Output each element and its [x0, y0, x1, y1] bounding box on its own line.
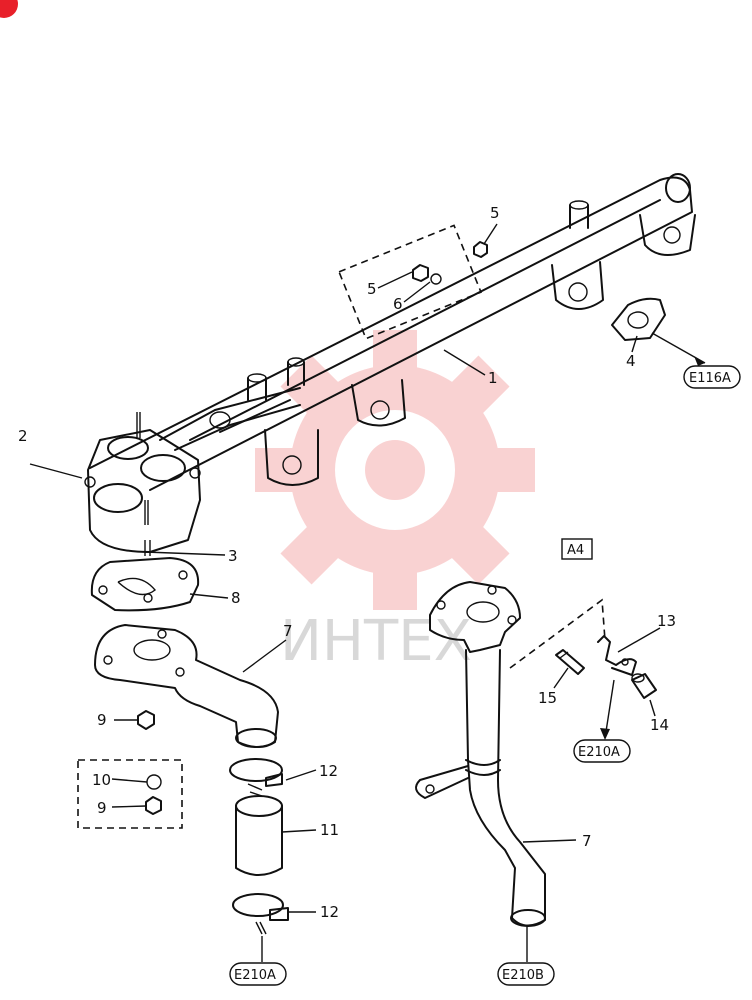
corner-badge	[0, 0, 18, 18]
bracket-dashed-link	[509, 598, 606, 669]
callout-2: 2	[18, 427, 28, 445]
leader-lines	[29, 223, 706, 962]
callout-12-upper: 12	[319, 762, 338, 780]
clamp-upper	[229, 758, 283, 797]
bracket-13	[597, 635, 637, 676]
ref-e210a-left: E210A	[229, 962, 287, 986]
callout-4: 4	[626, 352, 636, 370]
nut-washer-group-box	[337, 224, 483, 340]
callout-3: 3	[228, 547, 238, 565]
callout-7-right: 7	[582, 832, 592, 850]
callout-9-single: 9	[97, 711, 107, 729]
callout-7-left: 7	[283, 622, 293, 640]
ref-e210b: E210B	[497, 962, 555, 986]
callout-1: 1	[488, 369, 498, 387]
callout-15: 15	[538, 689, 557, 707]
ref-e210a-right: E210A	[573, 739, 631, 763]
callout-13: 13	[657, 612, 676, 630]
arrow-e116a	[694, 356, 705, 366]
callout-10: 10	[92, 771, 111, 789]
svg-text:E210A: E210A	[234, 968, 276, 983]
exhaust-downpipe-left	[94, 624, 279, 748]
nut-washer-pair	[145, 774, 162, 815]
clamp-lower	[232, 893, 289, 935]
nuts-and-washers	[412, 241, 488, 285]
callout-11: 11	[320, 821, 339, 839]
spacer-14	[631, 673, 657, 699]
callout-12-lower: 12	[320, 903, 339, 921]
callout-6: 6	[393, 295, 403, 313]
watermark-logo	[255, 330, 535, 610]
callout-9-box: 9	[97, 799, 107, 817]
bolt-15	[555, 649, 585, 675]
connecting-sleeve	[235, 795, 283, 876]
svg-text:E210B: E210B	[502, 968, 544, 983]
callout-5-top: 5	[490, 204, 500, 222]
arrow-e210a-right	[600, 728, 610, 740]
nut-9-single	[137, 710, 155, 730]
manifold-gasket	[90, 557, 200, 612]
ref-e116a: E116A	[683, 365, 741, 389]
watermark-text: ИНТЕХ	[280, 609, 472, 674]
callout-8: 8	[231, 589, 241, 607]
svg-text:E116A: E116A	[689, 371, 731, 386]
exhaust-downpipe-right	[415, 581, 546, 927]
exhaust-manifold	[84, 173, 696, 556]
svg-text:E210A: E210A	[578, 745, 620, 760]
callout-5-box: 5	[367, 280, 377, 298]
section-label: A4	[567, 543, 584, 558]
port-gasket	[611, 297, 666, 341]
callout-14: 14	[650, 716, 669, 734]
nut-washer-box	[77, 759, 183, 829]
section-box	[561, 538, 593, 560]
